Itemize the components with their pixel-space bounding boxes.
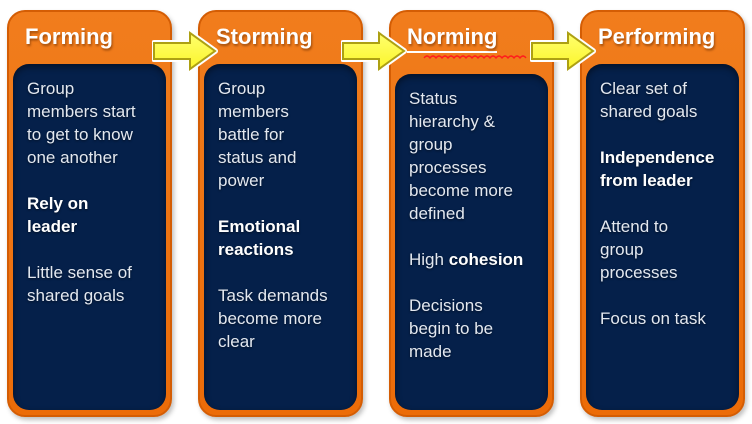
stage-paragraph: Group members start to get to know one a… — [27, 79, 136, 167]
stage-column-storming: Storming Group members battle for status… — [198, 10, 363, 417]
stage-paragraph: Emotional reactions — [218, 217, 301, 259]
stage-header: Performing — [582, 12, 743, 64]
stage-body-card: Group members battle for status and powe… — [204, 64, 357, 410]
stage-paragraph: Decisions begin to be made — [409, 296, 494, 361]
stage-title: Forming — [25, 24, 113, 49]
stage-title: Performing — [598, 24, 716, 49]
stage-column-forming: Forming Group members start to get to kn… — [7, 10, 172, 417]
stage-body-card: Status hierarchy & group processes becom… — [395, 74, 548, 410]
plain-text: High — [409, 250, 449, 269]
emphasised-text: cohesion — [448, 250, 524, 269]
stage-paragraph: Status hierarchy & group processes becom… — [409, 89, 513, 223]
stage-body-card: Group members start to get to know one a… — [13, 64, 166, 410]
stage-paragraph: Independence from leader — [600, 148, 715, 190]
stage-paragraph: Task demands become more clear — [218, 286, 328, 351]
stage-paragraph: High cohesion — [409, 248, 540, 271]
stage-column-norming: Norming Status hierarchy & group process… — [389, 10, 554, 417]
stage-paragraph: Attend to group processes — [600, 217, 678, 282]
stage-paragraph: Clear set of shared goals — [600, 79, 698, 121]
stage-title: Storming — [216, 24, 313, 49]
stage-paragraph: Group members battle for status and powe… — [218, 79, 297, 190]
stage-paragraph: Little sense of shared goals — [27, 263, 132, 305]
stage-title: Norming — [407, 24, 498, 53]
right-arrow-icon — [530, 30, 596, 72]
stage-paragraph: Rely on leader — [27, 194, 89, 236]
right-arrow-icon — [341, 30, 407, 72]
stage-header: Norming — [391, 12, 552, 74]
spellcheck-squiggle-icon — [423, 55, 527, 60]
stage-paragraph: Focus on task — [600, 309, 706, 328]
stage-header: Forming — [9, 12, 170, 64]
stage-columns-row: Forming Group members start to get to kn… — [7, 10, 745, 417]
stage-header: Storming — [200, 12, 361, 64]
right-arrow-icon — [152, 30, 218, 72]
